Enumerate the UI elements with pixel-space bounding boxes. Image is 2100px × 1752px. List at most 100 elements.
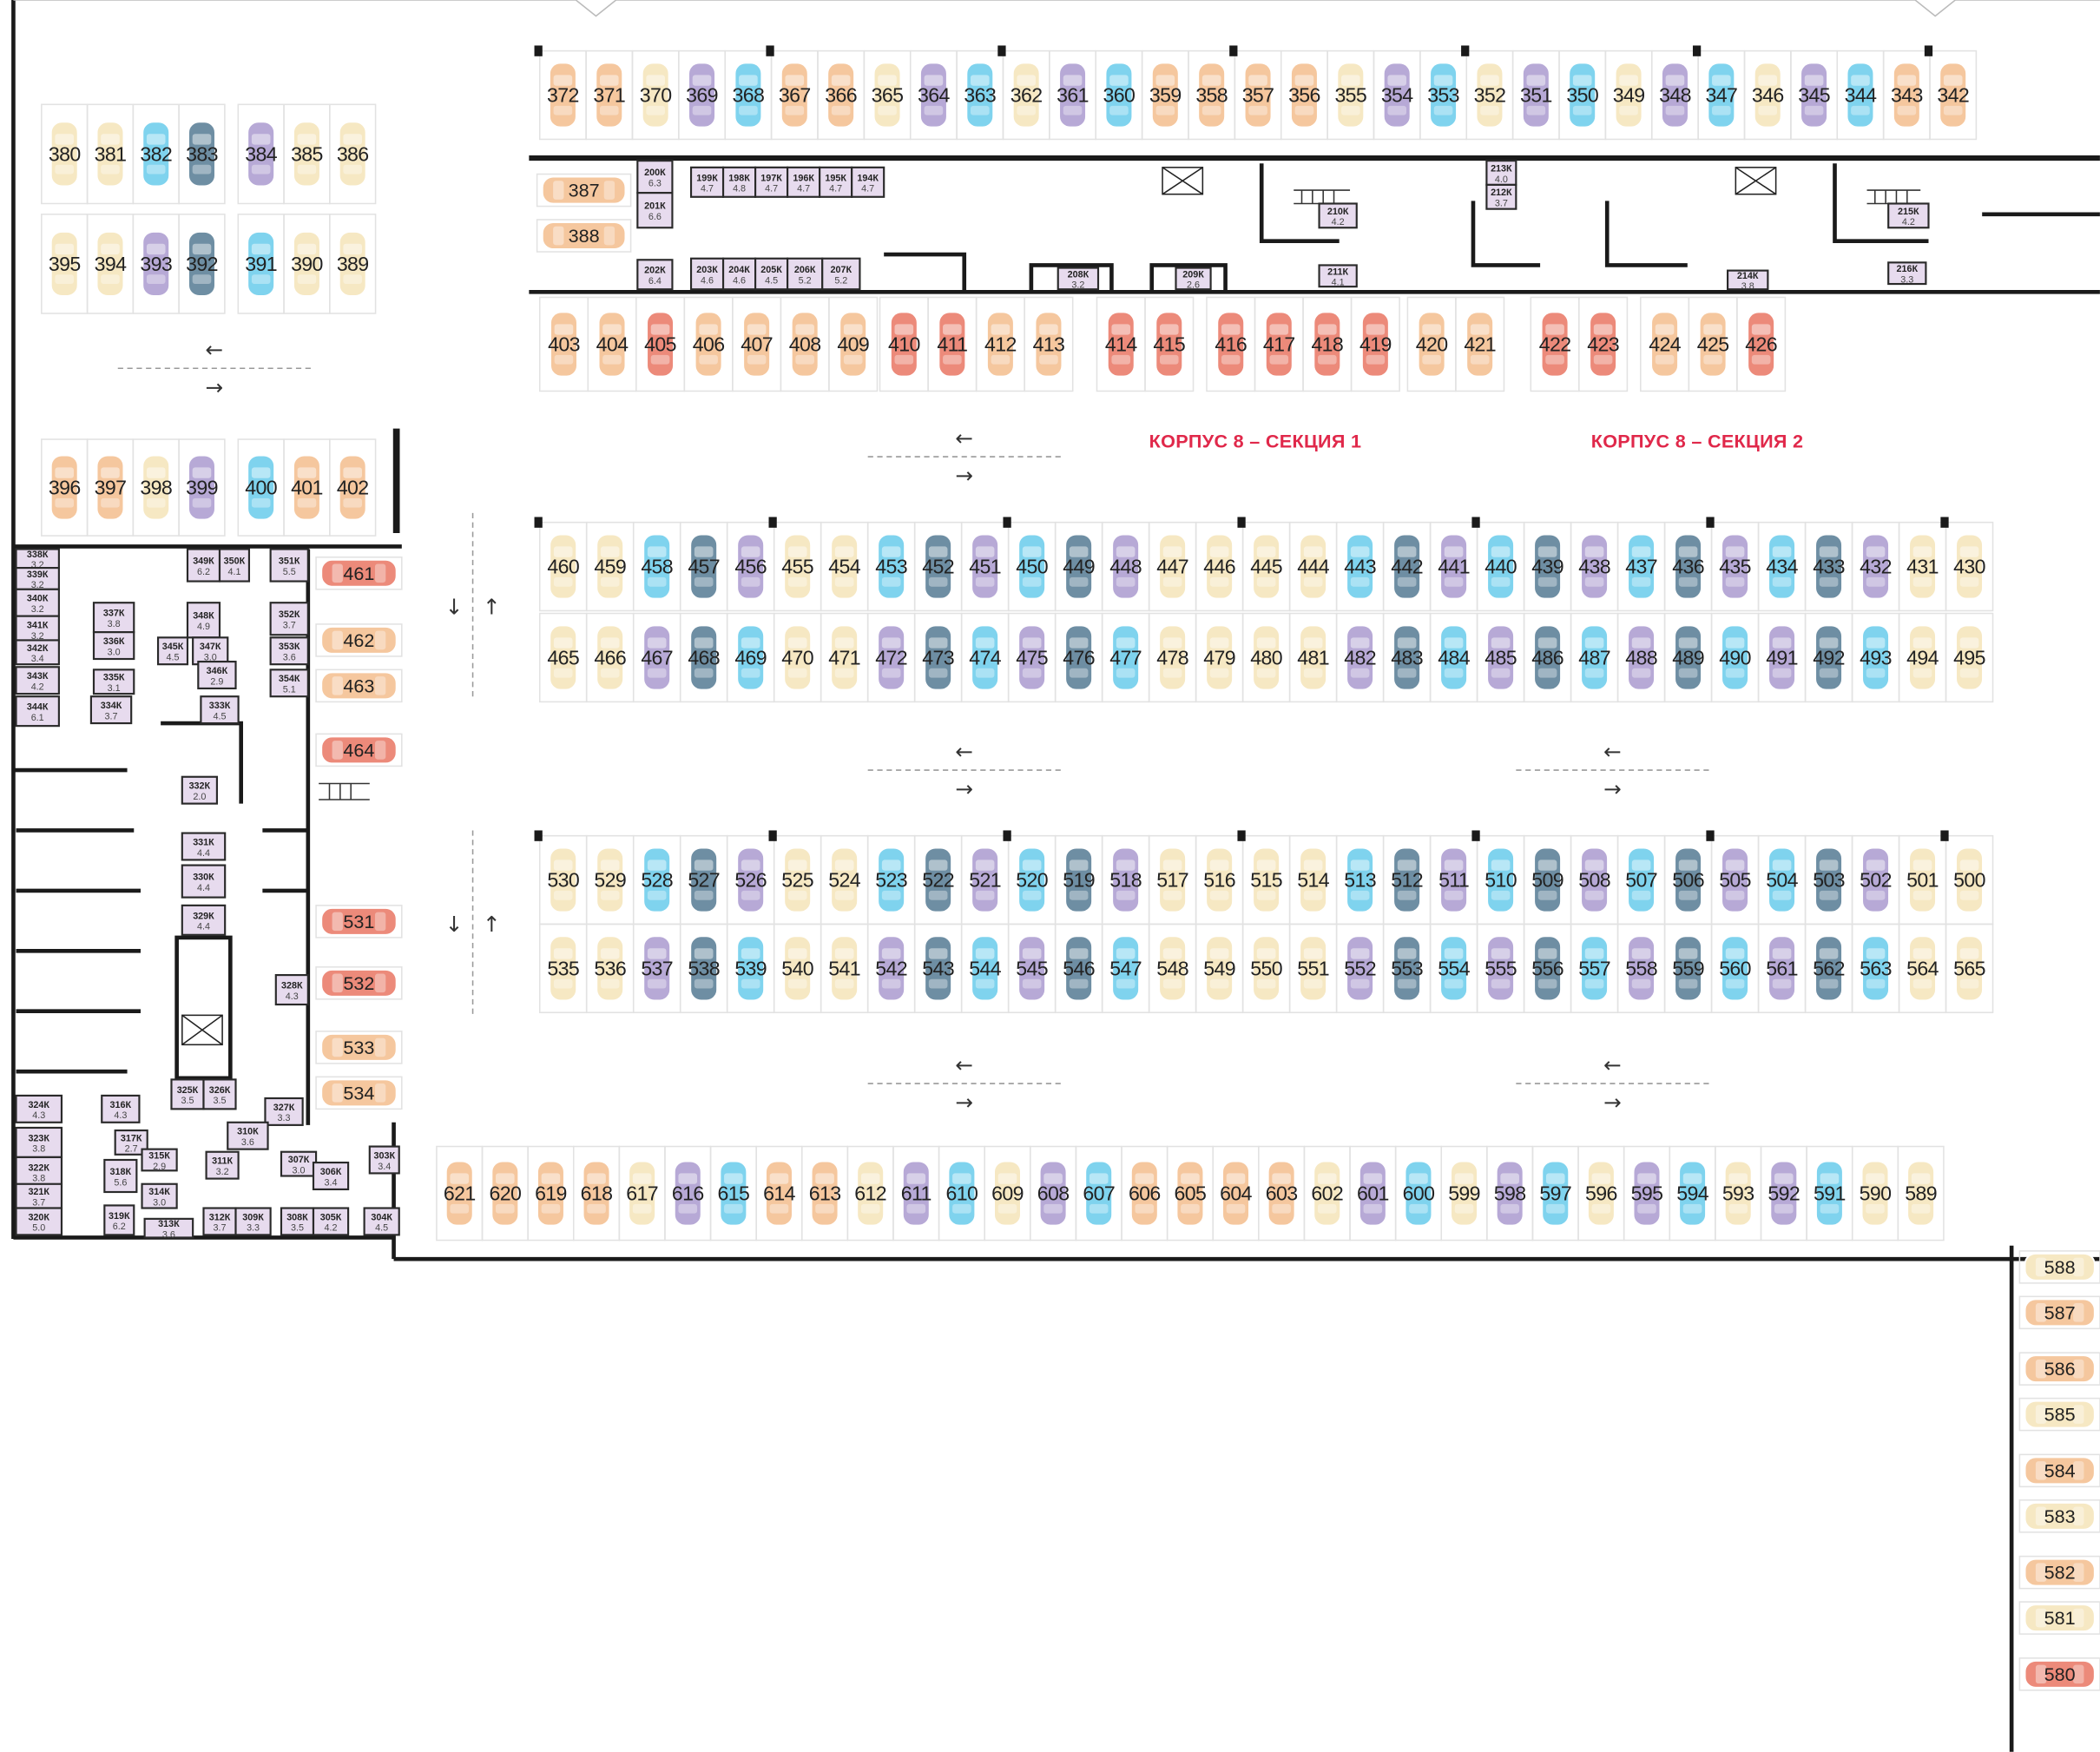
parking-spot[interactable]: 468: [679, 612, 728, 703]
parking-spot[interactable]: 513: [1335, 834, 1385, 925]
parking-spot[interactable]: 436: [1663, 521, 1713, 612]
parking-spot[interactable]: 352: [1465, 49, 1514, 141]
parking-spot[interactable]: 421: [1455, 296, 1505, 392]
parking-spot[interactable]: 504: [1757, 834, 1807, 925]
parking-spot[interactable]: 609: [984, 1145, 1031, 1242]
parking-spot[interactable]: 348: [1650, 49, 1699, 141]
parking-spot[interactable]: 350: [1558, 49, 1607, 141]
parking-spot[interactable]: 556: [1523, 923, 1572, 1014]
parking-spot[interactable]: 383: [178, 103, 226, 205]
parking-spot[interactable]: 587: [2018, 1295, 2100, 1330]
parking-spot[interactable]: 343: [1882, 49, 1931, 141]
parking-spot[interactable]: 384: [237, 103, 285, 205]
parking-spot[interactable]: 445: [1241, 521, 1291, 612]
parking-spot[interactable]: 388: [536, 219, 632, 253]
parking-spot[interactable]: 360: [1095, 49, 1143, 141]
parking-spot[interactable]: 394: [86, 214, 135, 314]
parking-spot[interactable]: 523: [866, 834, 916, 925]
parking-spot[interactable]: 406: [683, 296, 734, 392]
parking-spot[interactable]: 487: [1570, 612, 1619, 703]
parking-spot[interactable]: 451: [960, 521, 1010, 612]
parking-spot[interactable]: 503: [1804, 834, 1853, 925]
parking-spot[interactable]: 559: [1663, 923, 1713, 1014]
parking-spot[interactable]: 366: [817, 49, 866, 141]
parking-spot[interactable]: 382: [132, 103, 180, 205]
parking-spot[interactable]: 519: [1054, 834, 1103, 925]
parking-spot[interactable]: 345: [1790, 49, 1839, 141]
parking-spot[interactable]: 353: [1419, 49, 1468, 141]
parking-spot[interactable]: 473: [913, 612, 963, 703]
parking-spot[interactable]: 390: [283, 214, 331, 314]
parking-spot[interactable]: 371: [585, 49, 634, 141]
parking-spot[interactable]: 607: [1075, 1145, 1122, 1242]
parking-spot[interactable]: 484: [1429, 612, 1478, 703]
parking-spot[interactable]: 524: [820, 834, 869, 925]
parking-spot[interactable]: 440: [1476, 521, 1525, 612]
parking-spot[interactable]: 560: [1710, 923, 1760, 1014]
parking-spot[interactable]: 528: [632, 834, 681, 925]
parking-spot[interactable]: 495: [1945, 612, 1994, 703]
parking-spot[interactable]: 486: [1523, 612, 1572, 703]
parking-spot[interactable]: 533: [315, 1031, 403, 1064]
parking-spot[interactable]: 598: [1486, 1145, 1534, 1242]
parking-spot[interactable]: 362: [1002, 49, 1050, 141]
parking-spot[interactable]: 518: [1101, 834, 1150, 925]
parking-spot[interactable]: 488: [1616, 612, 1666, 703]
parking-spot[interactable]: 593: [1715, 1145, 1762, 1242]
parking-spot[interactable]: 605: [1166, 1145, 1214, 1242]
parking-spot[interactable]: 368: [724, 49, 773, 141]
parking-spot[interactable]: 354: [1373, 49, 1421, 141]
parking-spot[interactable]: 380: [41, 103, 89, 205]
parking-spot[interactable]: 430: [1945, 521, 1994, 612]
parking-spot[interactable]: 387: [536, 173, 632, 207]
parking-spot[interactable]: 361: [1049, 49, 1097, 141]
parking-spot[interactable]: 437: [1616, 521, 1666, 612]
parking-spot[interactable]: 606: [1121, 1145, 1168, 1242]
parking-spot[interactable]: 469: [726, 612, 775, 703]
parking-spot[interactable]: 492: [1804, 612, 1853, 703]
parking-spot[interactable]: 620: [481, 1145, 529, 1242]
parking-spot[interactable]: 555: [1476, 923, 1525, 1014]
parking-spot[interactable]: 613: [800, 1145, 849, 1242]
parking-spot[interactable]: 517: [1148, 834, 1197, 925]
parking-spot[interactable]: 590: [1851, 1145, 1899, 1242]
parking-spot[interactable]: 399: [178, 438, 226, 537]
parking-spot[interactable]: 521: [960, 834, 1010, 925]
parking-spot[interactable]: 349: [1604, 49, 1653, 141]
parking-spot[interactable]: 491: [1757, 612, 1807, 703]
parking-spot[interactable]: 489: [1663, 612, 1713, 703]
parking-spot[interactable]: 403: [538, 296, 589, 392]
parking-spot[interactable]: 615: [709, 1145, 757, 1242]
parking-spot[interactable]: 589: [1897, 1145, 1945, 1242]
parking-spot[interactable]: 580: [2018, 1657, 2100, 1691]
parking-spot[interactable]: 558: [1616, 923, 1666, 1014]
parking-spot[interactable]: 447: [1148, 521, 1197, 612]
parking-spot[interactable]: 478: [1148, 612, 1197, 703]
parking-spot[interactable]: 552: [1335, 923, 1385, 1014]
parking-spot[interactable]: 604: [1212, 1145, 1260, 1242]
parking-spot[interactable]: 431: [1898, 521, 1947, 612]
parking-spot[interactable]: 536: [585, 923, 635, 1014]
parking-spot[interactable]: 510: [1476, 834, 1525, 925]
